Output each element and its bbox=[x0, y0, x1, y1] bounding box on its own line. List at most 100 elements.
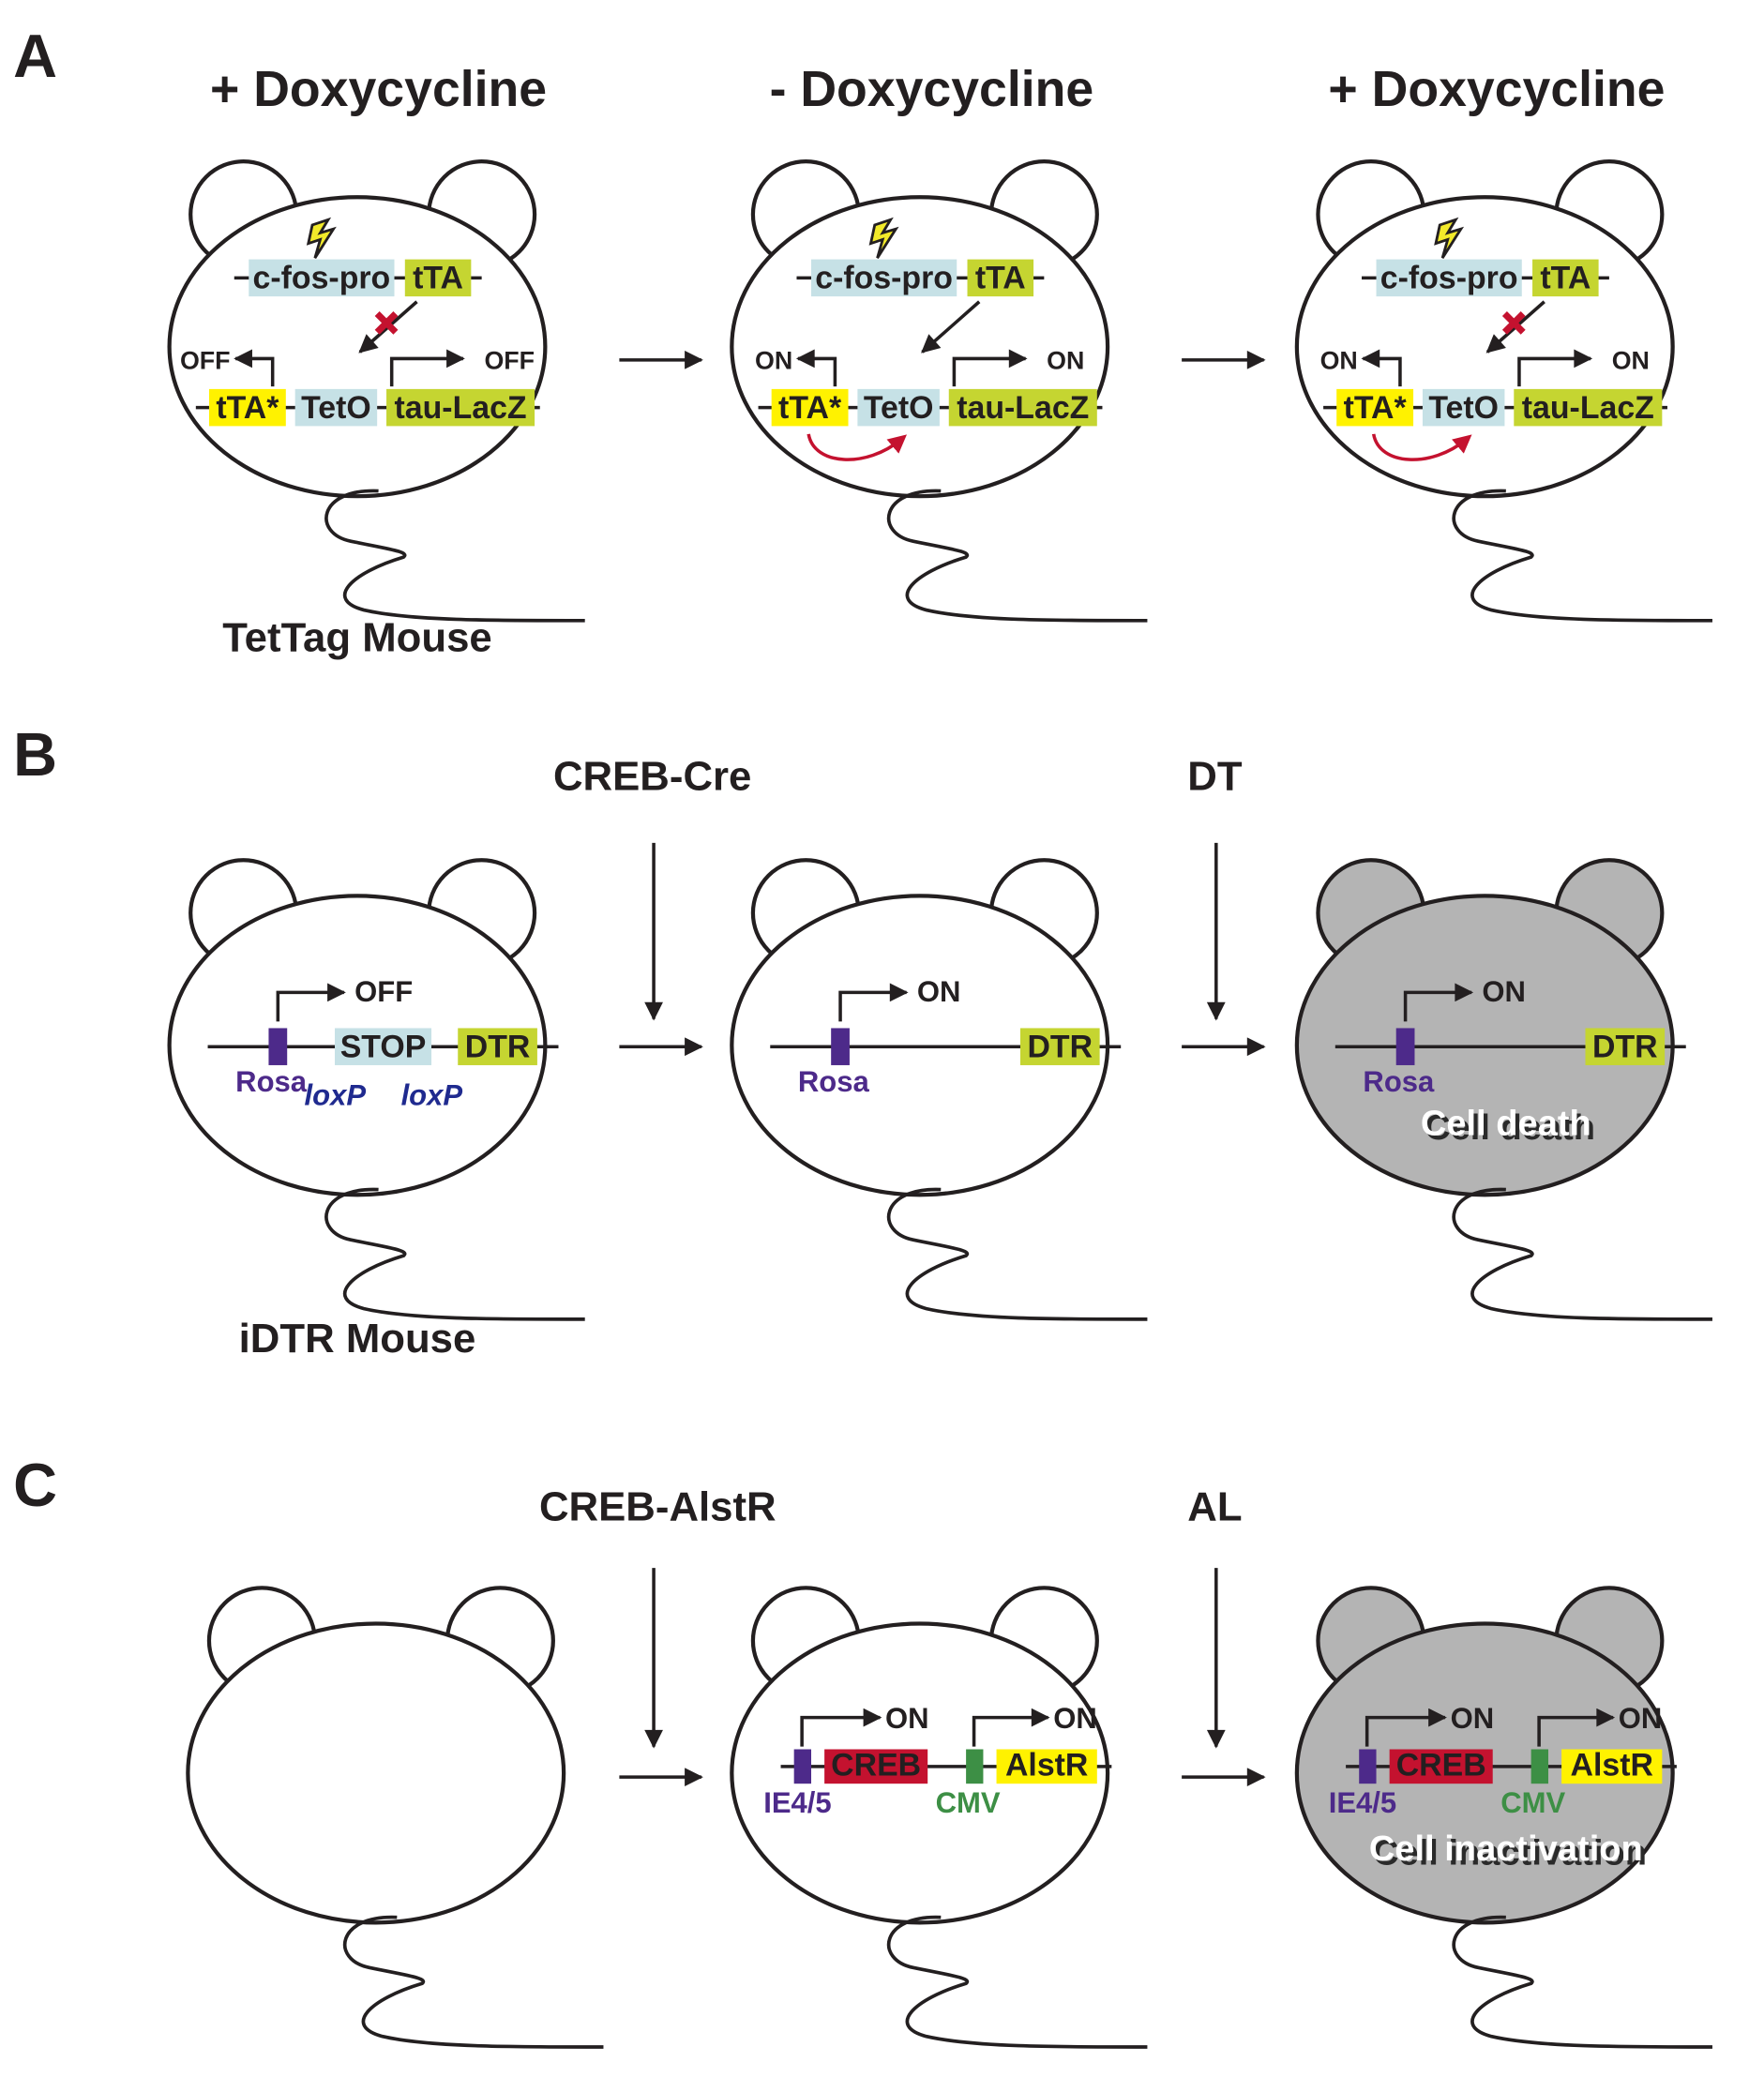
mouse-tail bbox=[886, 1915, 1148, 2049]
c-fos-pro-box bbox=[1376, 259, 1522, 297]
ie45-label: IE4/5 bbox=[763, 1786, 831, 1819]
tau-lacz-label: tau-LacZ bbox=[957, 390, 1089, 426]
promoter-arrow-right-icon bbox=[1517, 349, 1593, 387]
mouse-tail bbox=[324, 1187, 585, 1321]
dtr-box bbox=[1019, 1028, 1100, 1065]
c-fos-pro-label: c-fos-pro bbox=[1380, 261, 1518, 296]
mouse-tail bbox=[1452, 1187, 1712, 1321]
ie45-promoter-box bbox=[1359, 1749, 1377, 1784]
mouse-body bbox=[186, 1621, 566, 1925]
tettag-mouse-caption: TetTag Mouse bbox=[222, 614, 492, 660]
stage-title-a1: + Doxycycline bbox=[210, 61, 547, 117]
c-fos-pro-label: c-fos-pro bbox=[253, 261, 391, 296]
ie45-promoter-box bbox=[793, 1749, 812, 1784]
left-state: OFF bbox=[180, 347, 231, 375]
tta-label: tTA bbox=[1540, 261, 1591, 296]
expression-state: ON bbox=[917, 975, 961, 1008]
mouse-tail bbox=[886, 1187, 1148, 1321]
tta-label: tTA bbox=[975, 261, 1026, 296]
mouse-tail bbox=[324, 489, 585, 623]
tta-box bbox=[404, 259, 472, 297]
promoter-arrow-right-icon bbox=[952, 349, 1028, 387]
promoter-arrow-left-icon bbox=[234, 349, 275, 387]
expression-state: ON bbox=[1451, 1702, 1495, 1735]
rosa-promoter-box bbox=[1395, 1028, 1415, 1065]
tau-lacz-label: tau-LacZ bbox=[1522, 390, 1654, 426]
c-fos-pro-box bbox=[249, 259, 395, 297]
left-state: ON bbox=[1320, 347, 1358, 375]
alstr-label: AlstR bbox=[1571, 1748, 1653, 1783]
teto-box bbox=[857, 388, 940, 427]
promoter-arrow-icon bbox=[1364, 1708, 1447, 1747]
expression-state: ON bbox=[1482, 975, 1526, 1008]
ie45-label: IE4/5 bbox=[1329, 1786, 1396, 1819]
mouse-tail bbox=[886, 489, 1148, 623]
loxp-label: loxP bbox=[401, 1078, 463, 1111]
tta-star-box bbox=[771, 388, 849, 427]
loxp-label: loxP bbox=[305, 1078, 367, 1111]
dtr-box bbox=[1585, 1028, 1666, 1065]
promoter-arrow-right-icon bbox=[389, 349, 465, 387]
feedback-arrow-icon bbox=[1371, 433, 1472, 461]
c-fos-pro-box bbox=[811, 259, 957, 297]
tau-lacz-box bbox=[948, 388, 1097, 427]
teto-box bbox=[294, 388, 378, 427]
panel-letter-c: C bbox=[13, 1451, 57, 1519]
treatment-dt: DT bbox=[1187, 753, 1243, 799]
treatment-creb-alstr: CREB-AlstR bbox=[539, 1483, 776, 1529]
lightning-icon bbox=[868, 217, 899, 259]
lightning-icon bbox=[1434, 217, 1465, 259]
panel-letter-b: B bbox=[13, 720, 57, 789]
alstr-mouse-2: CREB AlstR ON ON IE4/5 CMV bbox=[730, 1586, 1148, 2049]
rosa-label: Rosa bbox=[235, 1065, 308, 1098]
stage-title-a3: + Doxycycline bbox=[1328, 61, 1665, 117]
block-x-icon bbox=[1501, 310, 1526, 335]
cmv-label: CMV bbox=[936, 1786, 1001, 1819]
tta-star-label: tTA* bbox=[778, 390, 842, 426]
stop-label: STOP bbox=[340, 1029, 427, 1064]
promoter-arrow-icon bbox=[276, 983, 346, 1022]
mouse-tail bbox=[1452, 1915, 1712, 2049]
idtr-mouse-2: ON Rosa DTR bbox=[730, 858, 1148, 1321]
expression-state: ON bbox=[885, 1702, 929, 1735]
outcome-label: Cell death bbox=[1421, 1105, 1591, 1144]
alstr-mouse-1 bbox=[186, 1586, 604, 2049]
right-state: ON bbox=[1612, 347, 1650, 375]
tta-label: tTA bbox=[413, 261, 463, 296]
activation-arrow-icon bbox=[921, 300, 981, 354]
dtr-label: DTR bbox=[1592, 1029, 1658, 1064]
teto-label: TetO bbox=[301, 390, 371, 426]
teto-box bbox=[1422, 388, 1505, 427]
tta-star-label: tTA* bbox=[216, 390, 279, 426]
tta-star-box bbox=[208, 388, 286, 427]
promoter-arrow-left-icon bbox=[795, 349, 837, 387]
alstr-box bbox=[1561, 1749, 1663, 1784]
stage-title-a2: - Doxycycline bbox=[770, 61, 1094, 117]
promoter-arrow-icon bbox=[800, 1708, 882, 1747]
tau-lacz-label: tau-LacZ bbox=[395, 390, 527, 426]
creb-box bbox=[824, 1749, 928, 1784]
expression-state: ON bbox=[1053, 1702, 1097, 1735]
rosa-label: Rosa bbox=[798, 1065, 870, 1098]
teto-label: TetO bbox=[1428, 390, 1499, 426]
dtr-label: DTR bbox=[465, 1029, 531, 1064]
panel-letter-a: A bbox=[13, 22, 57, 90]
outcome-label: Cell inactivation bbox=[1369, 1829, 1643, 1869]
promoter-arrow-icon bbox=[972, 1708, 1050, 1747]
dtr-label: DTR bbox=[1027, 1029, 1093, 1064]
creb-label: CREB bbox=[1396, 1748, 1486, 1783]
creb-label: CREB bbox=[831, 1748, 921, 1783]
outcome-shadow: Cell death bbox=[1425, 1108, 1595, 1148]
lightning-icon bbox=[306, 217, 337, 259]
promoter-arrow-icon bbox=[838, 983, 909, 1022]
rosa-label: Rosa bbox=[1363, 1065, 1435, 1098]
tta-box bbox=[1532, 259, 1599, 297]
tau-lacz-box bbox=[1514, 388, 1663, 427]
outcome-shadow: Cell inactivation bbox=[1373, 1833, 1647, 1873]
alstr-label: AlstR bbox=[1005, 1748, 1088, 1783]
